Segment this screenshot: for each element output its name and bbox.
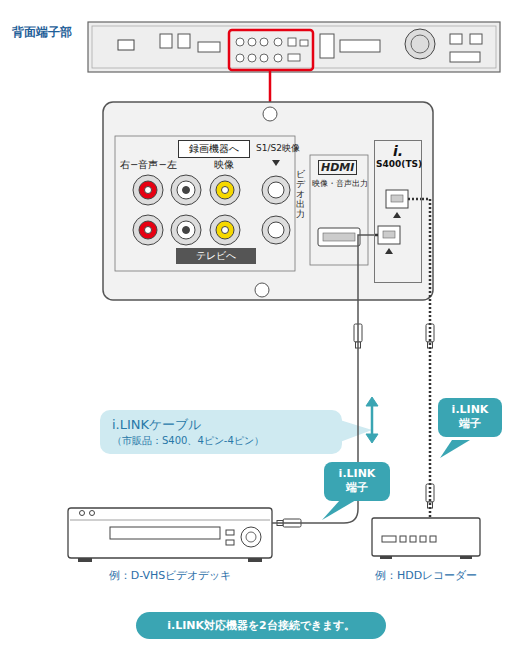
hdd-recorder: [372, 518, 480, 559]
terminal-bubble: i.LINK 端子: [324, 462, 390, 501]
node-text: i.LINK対応機器を2台接続できます。: [144, 618, 378, 633]
small-port: [470, 34, 482, 44]
ilink-section: i.S400(TS): [374, 140, 422, 283]
cable-inside: [408, 198, 422, 201]
small-port: [178, 34, 190, 48]
device-hdd: 例：HDDレコーダー: [366, 518, 486, 588]
node-text: i.LINK 端子: [332, 467, 382, 496]
double-arrow: [366, 397, 378, 443]
s-video-jacks: [262, 176, 290, 244]
rca-jacks: [133, 175, 240, 245]
ilink-port: [386, 190, 408, 208]
mini-jacks: [236, 38, 308, 62]
node-text: i.LINKケーブル: [112, 416, 330, 434]
label: 映像: [214, 158, 234, 172]
small-port: [450, 34, 462, 44]
video-deck: [68, 508, 272, 562]
label: 右−音声−左: [120, 158, 177, 172]
callout-tail: [340, 420, 372, 442]
screw: [255, 283, 269, 297]
highlight-leader: [269, 70, 272, 102]
device-vcr: 例：D-VHSビデオデッキ: [68, 508, 272, 588]
label: HDMI: [318, 160, 357, 175]
node-text: 例：HDDレコーダー: [366, 568, 486, 583]
label-band: テレビへ: [176, 248, 256, 264]
callout-bubble: i.LINKケーブル（市販品：S400、4ピン-4ピン）: [100, 410, 342, 454]
hdmi-section: [310, 155, 368, 265]
hdmi-port: [323, 233, 355, 241]
enlarged-panel: [103, 102, 433, 300]
terminal-bubble: i.LINK 端子: [438, 398, 502, 437]
marker: [272, 160, 280, 166]
small-port: [198, 42, 220, 52]
rear-panel-inner: [92, 26, 496, 68]
screw: [263, 107, 277, 121]
callout-tail: [322, 500, 356, 520]
node-text: 録画機器へ: [181, 142, 247, 156]
node-text: テレビへ: [178, 249, 254, 263]
label: ビデオ出力: [296, 170, 305, 219]
node-text: （市販品：S400、4ピン-4ピン）: [112, 434, 330, 448]
node-text: i.: [376, 143, 420, 159]
small-port: [160, 34, 172, 48]
node-text: S400(TS): [376, 159, 420, 169]
label: S1/S2映像: [256, 142, 300, 155]
power-inlet: [118, 40, 134, 50]
label-box: 録画機器へ: [178, 140, 250, 158]
small-port: [320, 34, 334, 58]
small-port: [450, 52, 480, 62]
small-port: [340, 40, 380, 52]
highlight-frame: [229, 30, 313, 70]
ilink-port: [378, 226, 400, 244]
ilink-cable: [422, 199, 430, 518]
label: 映像・音声出力: [312, 178, 368, 189]
hdmi-port: [318, 228, 360, 246]
label: 背面端子部: [12, 24, 72, 41]
ilink-port: [391, 195, 403, 202]
rear-panel: [88, 22, 500, 72]
marker: [393, 212, 401, 218]
callout-tail: [440, 440, 470, 458]
node-text: 例：D-VHSビデオデッキ: [68, 568, 272, 583]
ilink-port: [383, 231, 395, 238]
fan: [405, 29, 435, 59]
summary-pill: i.LINK対応機器を2台接続できます。: [136, 612, 386, 639]
av-section: [115, 136, 295, 271]
marker: [385, 248, 393, 254]
node-text: i.LINK 端子: [446, 403, 494, 432]
fan: [411, 35, 429, 53]
